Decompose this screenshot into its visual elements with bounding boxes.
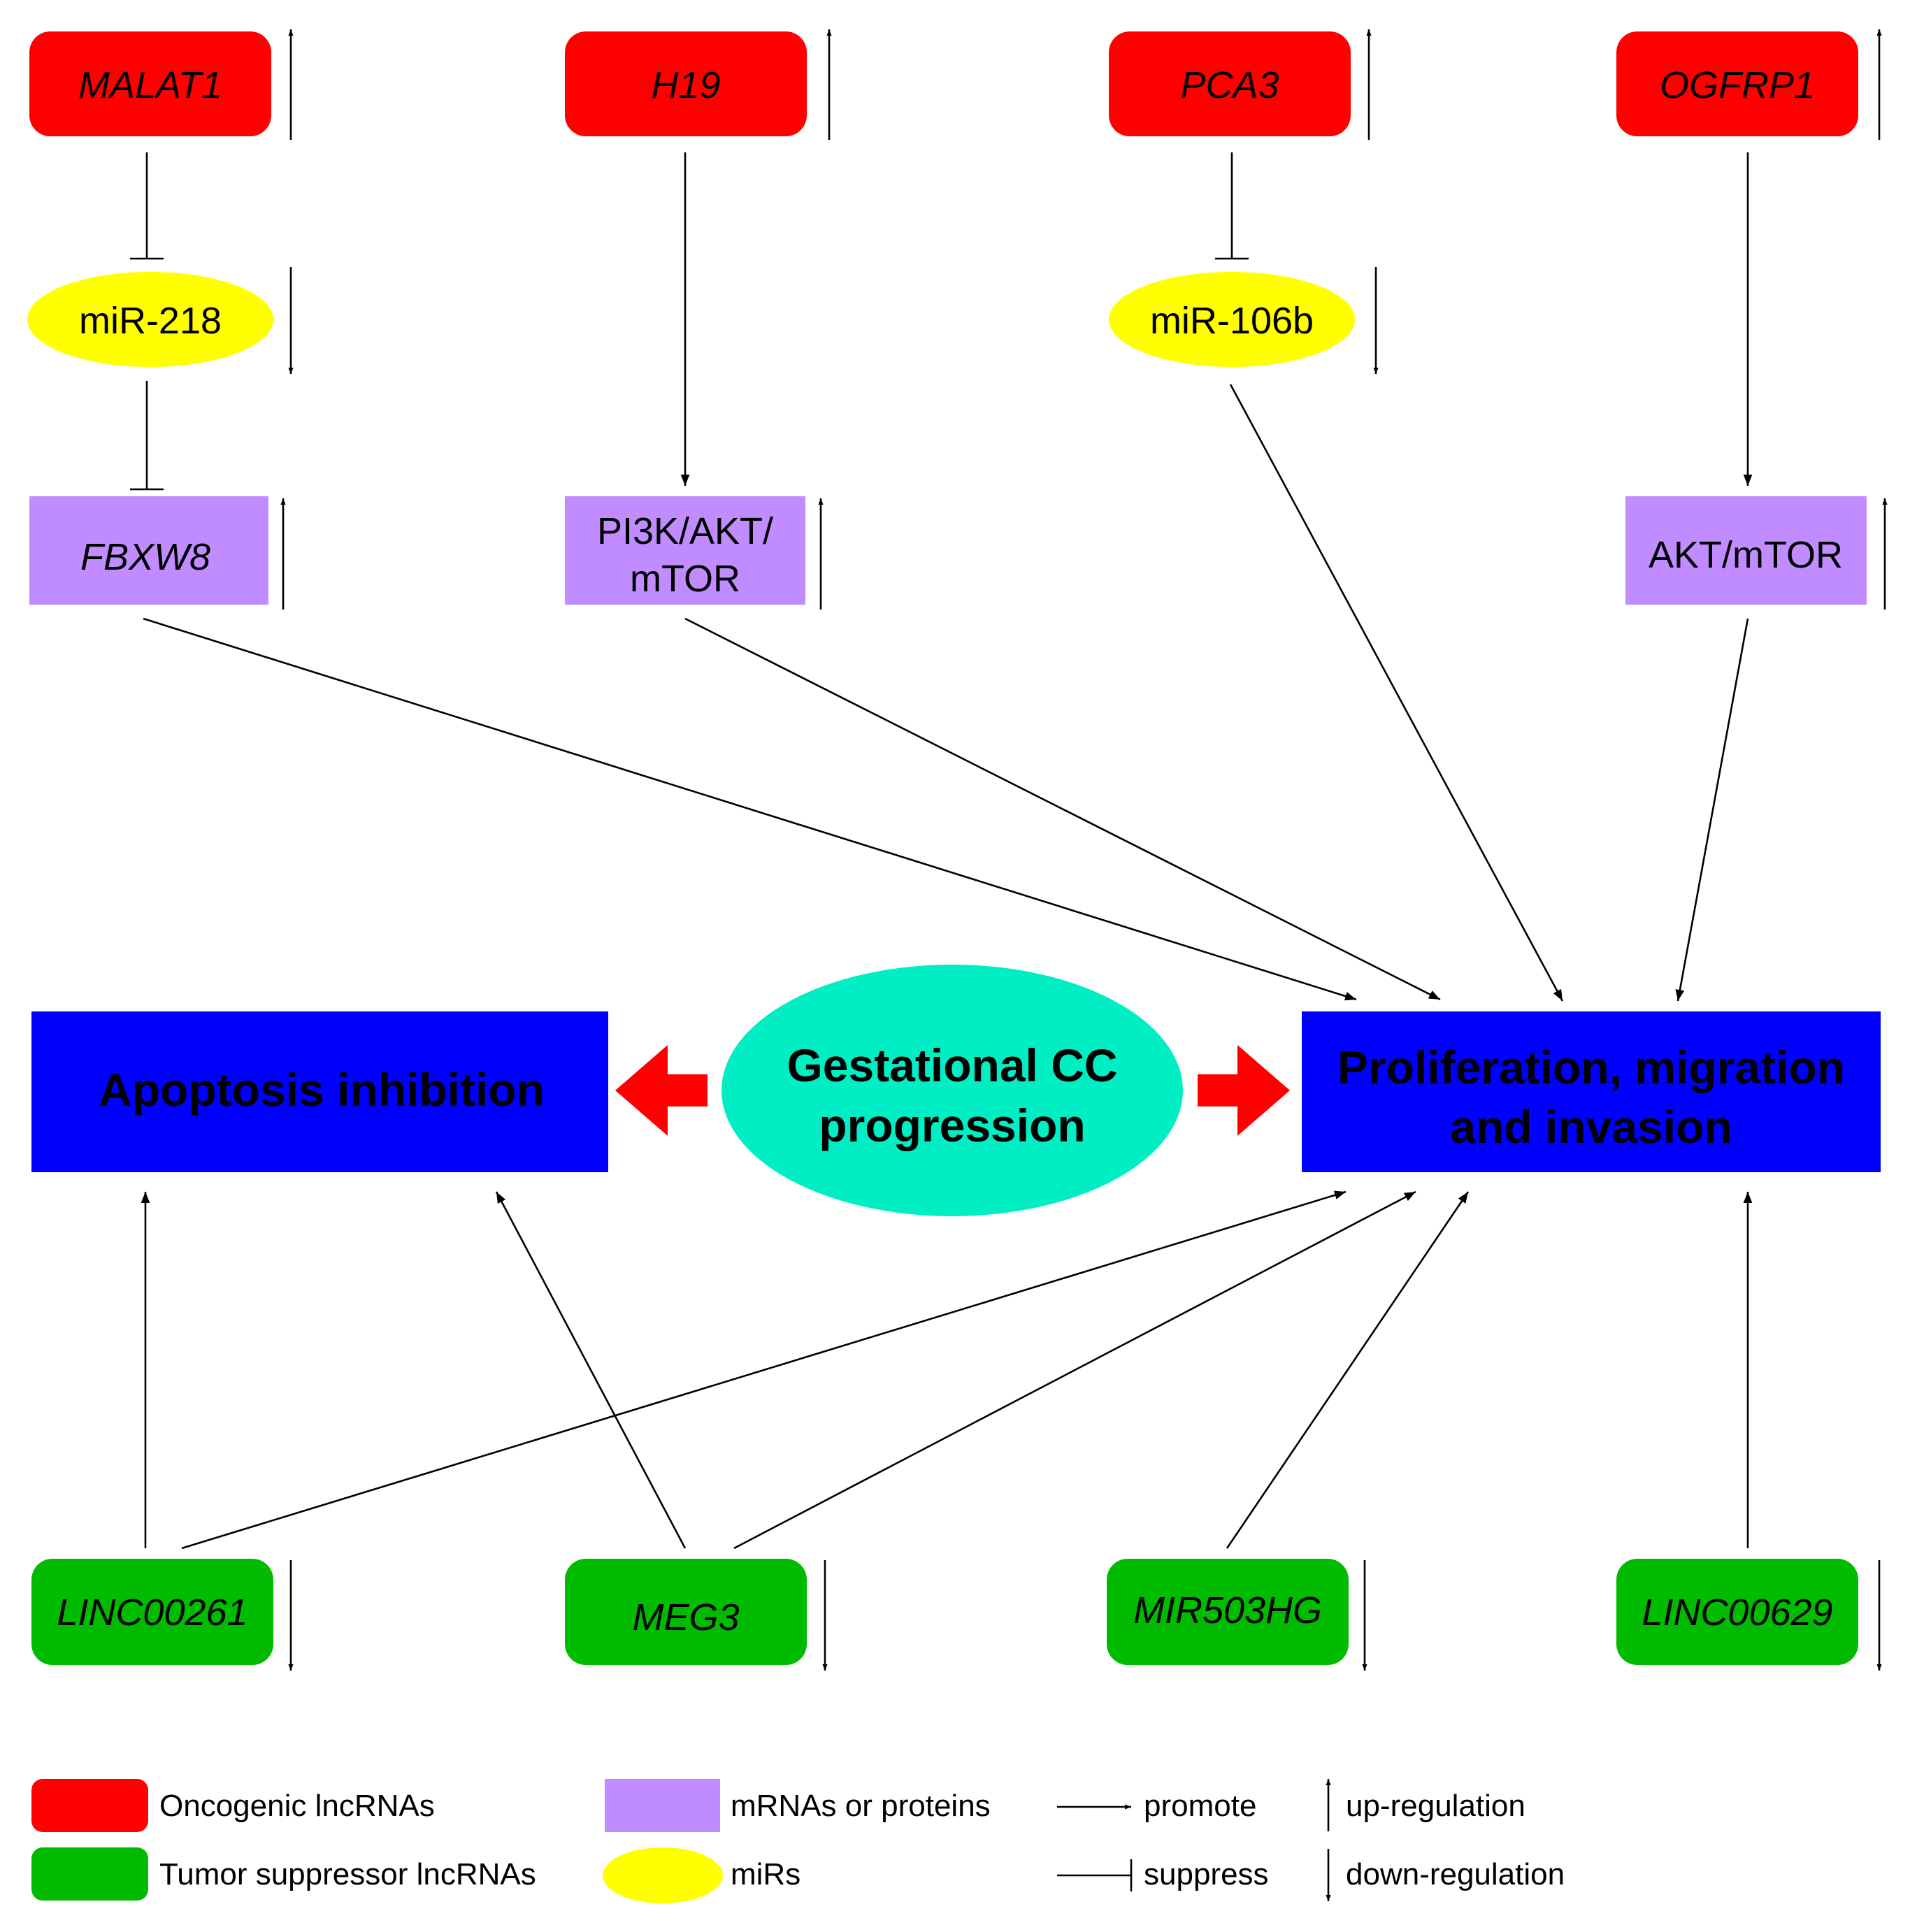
node-linc00629: LINC00629 bbox=[1616, 1559, 1858, 1665]
promote-arrow-fbxw8-proliferation bbox=[143, 617, 1357, 1001]
node-fbxw8: FBXW8 bbox=[29, 496, 268, 605]
node-h19: H19 bbox=[565, 31, 807, 136]
node-h19-box bbox=[565, 31, 807, 136]
node-aktmtor-label: AKT/mTOR bbox=[1649, 534, 1843, 576]
node-malat1-label: MALAT1 bbox=[78, 64, 222, 106]
node-malat1: MALAT1 bbox=[29, 31, 271, 136]
node-proliferation-box bbox=[1302, 1011, 1881, 1172]
legend-label-up: up-regulation bbox=[1346, 1789, 1525, 1823]
node-mir503hg-box bbox=[1107, 1559, 1349, 1665]
node-apoptosis-label: Apoptosis inhibition bbox=[99, 1064, 545, 1116]
legend-label-mrna: mRNAs or proteins bbox=[731, 1789, 991, 1823]
legend-label-promote: promote bbox=[1144, 1789, 1256, 1823]
legend-label-suppressor: Tumor suppressor lncRNAs bbox=[159, 1857, 536, 1891]
outcome-row: Apoptosis inhibition Gestational CC prog… bbox=[31, 965, 1881, 1216]
node-linc00261-box bbox=[31, 1559, 273, 1665]
node-h19-label: H19 bbox=[651, 64, 720, 106]
mir-row: miR-218 miR-106b bbox=[27, 272, 1355, 367]
node-linc00261: LINC00261 bbox=[31, 1559, 273, 1665]
legend-label-down: down-regulation bbox=[1346, 1857, 1565, 1891]
node-linc00629-label: LINC00629 bbox=[1642, 1592, 1832, 1634]
node-pi3k-label-line1: PI3K/AKT/ bbox=[597, 510, 773, 552]
legend-swatch-oncogenic bbox=[31, 1779, 148, 1832]
big-arrow-right bbox=[1198, 1045, 1290, 1136]
node-mir218-ellipse bbox=[27, 272, 273, 367]
legend-label-mirs: miRs bbox=[731, 1857, 800, 1891]
suppressor-lncrna-row: LINC00261 MEG3 MIR503HG LINC00629 bbox=[31, 1559, 1858, 1665]
node-center-ellipse bbox=[721, 965, 1183, 1216]
node-mir106b: miR-106b bbox=[1109, 272, 1355, 367]
promote-arrow-mir106b-proliferation bbox=[1229, 384, 1564, 1002]
node-mir106b-ellipse bbox=[1109, 272, 1355, 367]
oncogenic-lncrna-row: MALAT1 H19 PCA3 OGFRP1 bbox=[29, 31, 1858, 136]
promote-arrow-meg3-apoptosis bbox=[495, 1191, 687, 1549]
mrna-row: FBXW8 PI3K/AKT/ mTOR AKT/mTOR bbox=[29, 496, 1867, 605]
legend-swatch-mirs bbox=[603, 1847, 723, 1903]
node-mir218-label: miR-218 bbox=[79, 300, 222, 342]
node-mir106b-label: miR-106b bbox=[1150, 300, 1314, 342]
node-ogfrp1-label: OGFRP1 bbox=[1660, 64, 1815, 106]
node-pca3-label: PCA3 bbox=[1180, 64, 1279, 106]
legend-swatch-suppressor bbox=[31, 1847, 148, 1901]
node-apoptosis-inhibition: Apoptosis inhibition bbox=[31, 1011, 608, 1172]
node-akt-mtor: AKT/mTOR bbox=[1625, 496, 1867, 605]
node-meg3-box bbox=[565, 1559, 807, 1665]
node-meg3: MEG3 bbox=[565, 1559, 807, 1665]
node-ogfrp1: OGFRP1 bbox=[1616, 31, 1858, 136]
legend-label-oncogenic: Oncogenic lncRNAs bbox=[159, 1789, 435, 1823]
node-mir503hg: MIR503HG bbox=[1107, 1559, 1349, 1665]
node-proliferation-label-line2: and invasion bbox=[1450, 1101, 1732, 1153]
legend-swatch-mrna bbox=[605, 1779, 720, 1832]
node-mir218: miR-218 bbox=[27, 272, 273, 367]
regulation-indicators bbox=[280, 29, 1888, 1671]
node-aktmtor-box bbox=[1625, 496, 1867, 605]
node-ogfrp1-box bbox=[1616, 31, 1858, 136]
node-apoptosis-box bbox=[31, 1011, 608, 1172]
promote-arrow-aktmtor-proliferation bbox=[1675, 618, 1749, 1002]
node-linc00629-box bbox=[1616, 1559, 1858, 1665]
node-center-label-line1: Gestational CC bbox=[787, 1039, 1117, 1091]
node-pca3: PCA3 bbox=[1109, 31, 1351, 136]
connectors bbox=[130, 152, 1753, 1550]
node-meg3-label: MEG3 bbox=[632, 1596, 739, 1638]
node-fbxw8-label: FBXW8 bbox=[80, 536, 210, 578]
node-proliferation-label-line1: Proliferation, migration bbox=[1337, 1041, 1845, 1093]
legend-label-suppress: suppress bbox=[1144, 1857, 1269, 1891]
node-gestational-cc-progression: Gestational CC progression bbox=[721, 965, 1183, 1216]
promote-arrow-linc00261-proliferation bbox=[181, 1190, 1347, 1550]
node-pi3k-label-line2: mTOR bbox=[630, 558, 740, 600]
promote-arrow-pi3k-proliferation bbox=[684, 617, 1441, 1001]
node-pi3k-akt-mtor: PI3K/AKT/ mTOR bbox=[565, 496, 805, 605]
node-pca3-box bbox=[1109, 31, 1351, 136]
promote-arrow-mir503hg-proliferation bbox=[1226, 1191, 1470, 1549]
node-malat1-box bbox=[29, 31, 271, 136]
node-linc00261-label: LINC00261 bbox=[57, 1592, 247, 1634]
node-proliferation-migration-invasion: Proliferation, migration and invasion bbox=[1302, 1011, 1881, 1172]
node-mir503hg-label: MIR503HG bbox=[1133, 1589, 1322, 1631]
promote-arrow-meg3-proliferation bbox=[733, 1190, 1416, 1550]
big-arrow-left bbox=[615, 1045, 708, 1136]
legend: Oncogenic lncRNAs Tumor suppressor lncRN… bbox=[31, 1779, 1565, 1903]
node-center-label-line2: progression bbox=[819, 1100, 1085, 1151]
node-fbxw8-box bbox=[29, 496, 268, 605]
node-pi3k-box bbox=[565, 496, 805, 605]
